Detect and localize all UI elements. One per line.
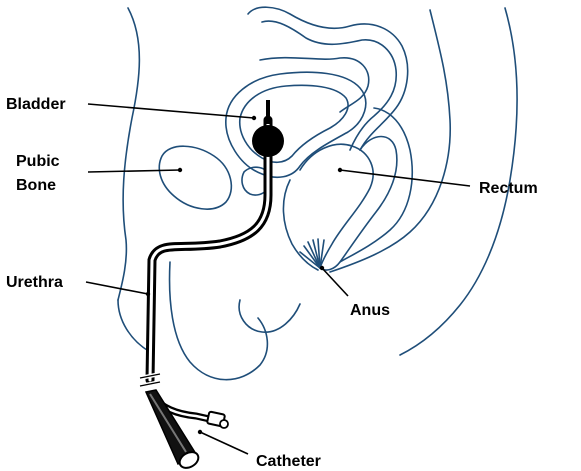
body-outline-front [118, 8, 139, 300]
intestine-inner [262, 21, 396, 150]
scrotum-outline [170, 262, 268, 380]
anus-sphincter [300, 239, 324, 268]
label-bone: Bone [16, 177, 56, 194]
label-catheter: Catheter [256, 453, 321, 470]
urethra-leader [86, 282, 148, 294]
rectum-back [283, 180, 318, 270]
body-outline-thigh [118, 300, 150, 352]
label-bladder: Bladder [6, 96, 66, 113]
pubic-bone-leader [88, 170, 180, 172]
anus-leader [322, 268, 348, 296]
pubic-bone-outline [159, 146, 231, 209]
bladder-outline [226, 72, 366, 177]
label-rectum: Rectum [479, 180, 538, 197]
label-pubic: Pubic [16, 153, 60, 170]
catheter-balloon [252, 125, 284, 157]
intestine-fold [260, 58, 369, 112]
label-anus: Anus [350, 302, 390, 319]
rectum-outer [320, 137, 397, 271]
perineum-outline [239, 300, 300, 332]
buttock-outline [330, 10, 450, 272]
catheter-leader [200, 432, 248, 454]
catheter-tube-outline [150, 120, 268, 380]
rectum-leader [340, 170, 470, 186]
label-urethra: Urethra [6, 274, 63, 291]
